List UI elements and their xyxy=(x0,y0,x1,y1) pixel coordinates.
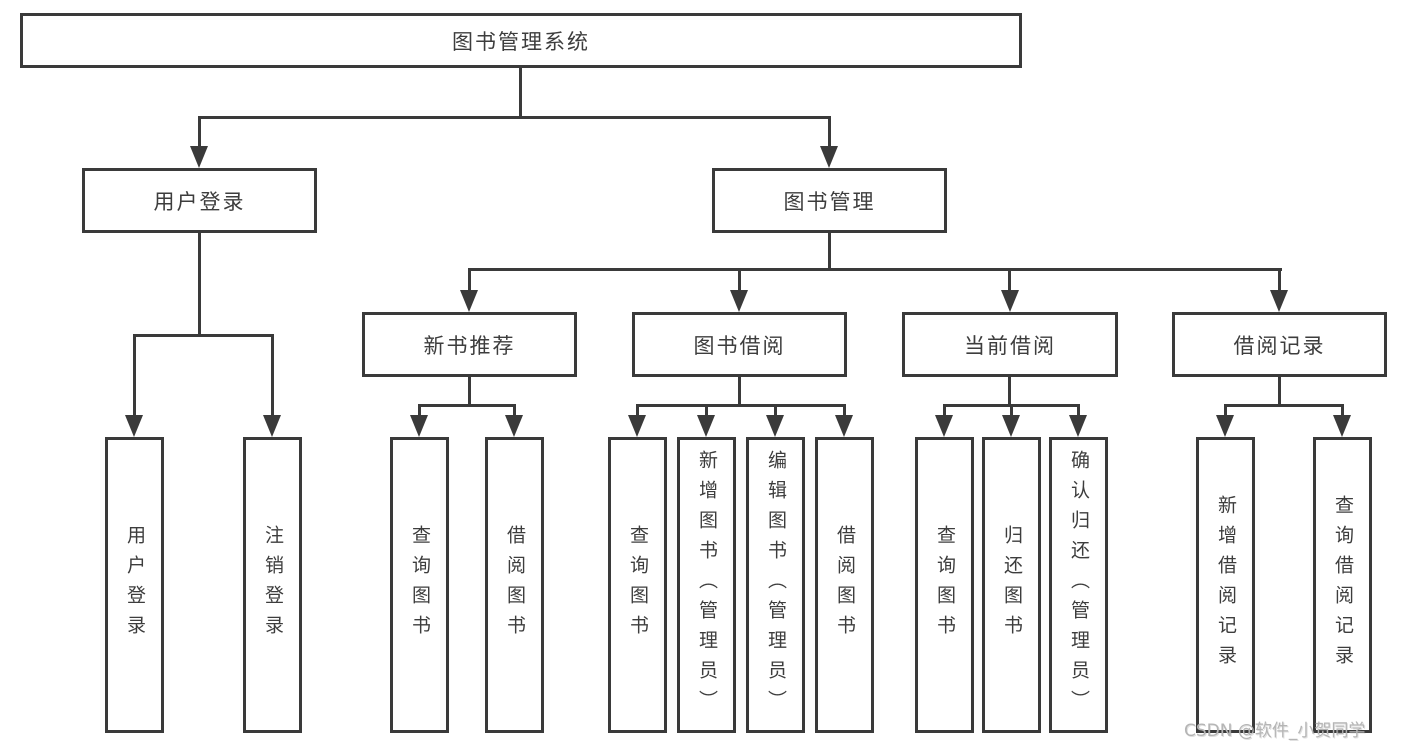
node-label: 借阅记录 xyxy=(1233,333,1326,358)
connector-vline xyxy=(133,334,136,417)
leaf-label: 新增借阅记录 xyxy=(1215,495,1237,675)
connector-vline xyxy=(418,404,421,417)
leaf-label: 查询借阅记录 xyxy=(1332,495,1354,675)
leaf-label: 查询图书 xyxy=(627,525,649,645)
node-label: 当前借阅 xyxy=(964,333,1056,358)
connector-vline xyxy=(828,116,831,147)
node-book-borrowing: 图书借阅 xyxy=(632,312,847,377)
node-current-borrowing: 当前借阅 xyxy=(902,312,1118,377)
connector-vline xyxy=(1224,404,1227,417)
arrowhead-down xyxy=(730,290,748,312)
leaf-label: 借阅图书 xyxy=(834,525,856,645)
leaf-query-books-borrow: 查询图书 xyxy=(608,437,667,733)
connector-vline xyxy=(468,375,471,406)
arrowhead-down xyxy=(460,290,478,312)
connector-vline xyxy=(828,231,831,270)
arrowhead-down xyxy=(628,415,646,437)
connector-vline xyxy=(271,334,274,417)
leaf-label: 注销登录 xyxy=(262,525,284,645)
connector-vline xyxy=(1341,404,1344,417)
leaf-label: 归还图书 xyxy=(1001,525,1023,645)
connector-vline xyxy=(843,404,846,417)
connector-vline xyxy=(513,404,516,417)
leaf-label: 用户登录 xyxy=(124,525,146,645)
node-book-management: 图书管理 xyxy=(712,168,947,233)
arrowhead-down xyxy=(1216,415,1234,437)
leaf-query-books-recommend: 查询图书 xyxy=(390,437,449,733)
leaf-return-books: 归还图书 xyxy=(982,437,1041,733)
leaf-label: 查询图书 xyxy=(409,525,431,645)
leaf-add-borrow-record: 新增借阅记录 xyxy=(1196,437,1255,733)
connector-vline xyxy=(1010,404,1013,417)
arrowhead-down xyxy=(190,146,208,168)
leaf-label: 查询图书 xyxy=(934,525,956,645)
connector-hline xyxy=(468,268,1282,271)
connector-hline xyxy=(198,116,831,119)
node-new-book-recommend: 新书推荐 xyxy=(362,312,577,377)
leaf-borrow-books-recommend: 借阅图书 xyxy=(485,437,544,733)
connector-vline xyxy=(943,404,946,417)
arrowhead-down xyxy=(125,415,143,437)
arrowhead-down xyxy=(505,415,523,437)
node-label: 图书借阅 xyxy=(693,333,786,358)
node-library-system: 图书管理系统 xyxy=(20,13,1022,68)
leaf-user-login: 用户登录 xyxy=(105,437,164,733)
connector-vline xyxy=(738,268,741,292)
leaf-label: 编辑图书（管理员） xyxy=(765,450,787,720)
arrowhead-down xyxy=(1002,415,1020,437)
connector-vline xyxy=(198,231,201,336)
connector-hline xyxy=(133,334,274,337)
arrowhead-down xyxy=(1270,290,1288,312)
arrowhead-down xyxy=(766,415,784,437)
arrowhead-down xyxy=(820,146,838,168)
leaf-confirm-return-admin: 确认归还（管理员） xyxy=(1049,437,1108,733)
arrowhead-down xyxy=(1001,290,1019,312)
arrowhead-down xyxy=(410,415,428,437)
leaf-borrow-books: 借阅图书 xyxy=(815,437,874,733)
leaf-logout: 注销登录 xyxy=(243,437,302,733)
connector-vline xyxy=(519,68,522,117)
leaf-edit-books-admin: 编辑图书（管理员） xyxy=(746,437,805,733)
leaf-label: 确认归还（管理员） xyxy=(1068,450,1090,720)
node-label: 图书管理 xyxy=(783,189,876,214)
leaf-label: 新增图书（管理员） xyxy=(696,450,718,720)
connector-vline xyxy=(198,116,201,147)
connector-vline xyxy=(468,268,471,292)
arrowhead-down xyxy=(1333,415,1351,437)
connector-vline xyxy=(738,375,741,406)
connector-vline xyxy=(1278,268,1281,292)
leaf-add-books-admin: 新增图书（管理员） xyxy=(677,437,736,733)
connector-hline xyxy=(418,404,516,407)
connector-vline xyxy=(1077,404,1080,417)
connector-vline xyxy=(774,404,777,417)
arrowhead-down xyxy=(263,415,281,437)
connector-vline xyxy=(1278,375,1281,406)
watermark: CSDN @软件_小贺同学 xyxy=(1184,721,1366,741)
connector-vline xyxy=(705,404,708,417)
node-label: 新书推荐 xyxy=(423,333,516,358)
leaf-query-borrow-record: 查询借阅记录 xyxy=(1313,437,1372,733)
connector-vline xyxy=(1008,375,1011,406)
connector-hline xyxy=(636,404,846,407)
arrowhead-down xyxy=(835,415,853,437)
connector-vline xyxy=(1008,268,1011,292)
node-label: 图书管理系统 xyxy=(452,29,590,54)
connector-hline xyxy=(1224,404,1344,407)
leaf-query-books-current: 查询图书 xyxy=(915,437,974,733)
node-borrowing-records: 借阅记录 xyxy=(1172,312,1387,377)
leaf-label: 借阅图书 xyxy=(504,525,526,645)
arrowhead-down xyxy=(1069,415,1087,437)
arrowhead-down xyxy=(935,415,953,437)
node-label: 用户登录 xyxy=(153,189,246,214)
arrowhead-down xyxy=(697,415,715,437)
connector-vline xyxy=(636,404,639,417)
node-user-login: 用户登录 xyxy=(82,168,317,233)
